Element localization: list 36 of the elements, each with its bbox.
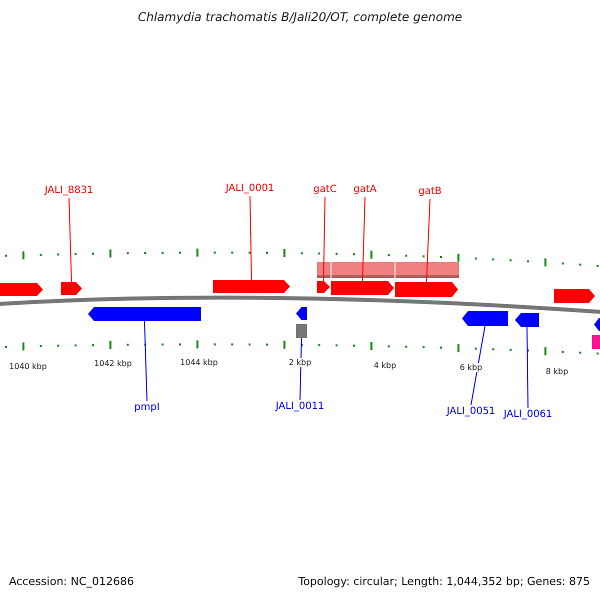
gene-label: JALI_0061 bbox=[504, 409, 552, 421]
leader-line bbox=[250, 196, 252, 280]
scale-label: 1044 kbp bbox=[179, 358, 219, 367]
leader-line bbox=[144, 320, 148, 402]
gene-label: JALI_0001 bbox=[226, 183, 274, 195]
gene-label: pmpI bbox=[134, 402, 160, 414]
scale-label: 6 kbp bbox=[458, 363, 484, 372]
scale-label: 1042 kbp bbox=[93, 359, 133, 368]
leader-line bbox=[362, 196, 366, 282]
gene-feature bbox=[395, 282, 458, 297]
gene-label: JALI_8831 bbox=[44, 185, 94, 197]
gene-block bbox=[296, 324, 307, 338]
accession-text: Accession: NC_012686 bbox=[9, 575, 134, 588]
gene-feature bbox=[213, 280, 290, 293]
gene-feature bbox=[515, 313, 539, 327]
gene-label: JALI_0051 bbox=[446, 406, 496, 418]
scale-label: 4 kbp bbox=[372, 361, 398, 370]
leader-line bbox=[426, 198, 430, 282]
leader-line bbox=[470, 326, 486, 406]
scale-label: 1040 kbp bbox=[8, 362, 48, 371]
leader-line bbox=[68, 198, 72, 282]
gene-feature bbox=[88, 307, 201, 321]
genome-info-text: Topology: circular; Length: 1,044,352 bp; Genes: 875 bbox=[298, 575, 590, 588]
scale-label: 8 kbp bbox=[544, 367, 570, 376]
gene-label: gatC bbox=[313, 184, 337, 196]
gene-label: gatA bbox=[353, 184, 377, 196]
gene-feature bbox=[317, 281, 330, 293]
leader-line bbox=[526, 326, 528, 408]
gene-feature bbox=[61, 282, 82, 295]
genome-title: Chlamydia trachomatis B/Jali20/OT, complete genome bbox=[136, 10, 464, 24]
leader-line bbox=[300, 338, 302, 400]
gene-feature bbox=[462, 311, 508, 326]
gene-label: gatB bbox=[418, 186, 442, 198]
gene-label: JALI_0011 bbox=[276, 401, 324, 413]
scale-label: 2 kbp bbox=[288, 358, 312, 367]
leader-line bbox=[323, 196, 326, 282]
